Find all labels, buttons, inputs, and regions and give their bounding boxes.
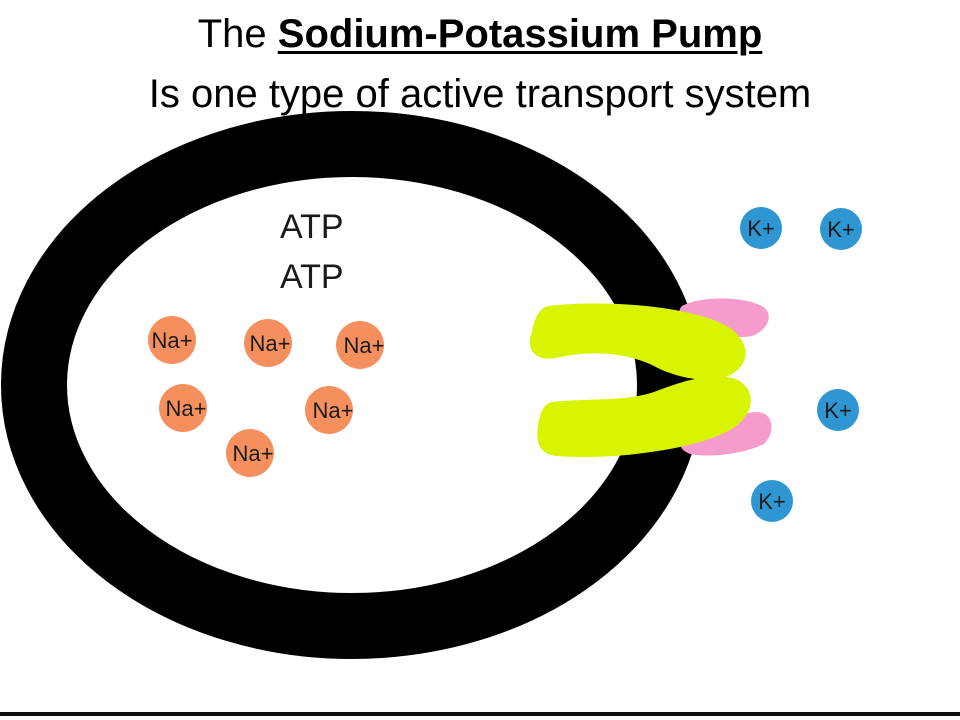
slide-subtitle: Is one type of active transport system [148, 72, 812, 116]
potassium-ion-circle [817, 389, 859, 431]
title-emphasis: Sodium-Potassium Pump [277, 12, 763, 56]
sodium-ion: Na+ [305, 386, 353, 434]
potassium-ion-label: K+ [824, 398, 852, 423]
potassium-ion-circle [751, 480, 793, 522]
sodium-ion-label: Na+ [250, 331, 291, 356]
sodium-ion: Na+ [159, 384, 207, 432]
bottom-divider [0, 712, 960, 716]
potassium-ion: K+ [751, 480, 793, 522]
sodium-ion-label: Na+ [152, 328, 193, 353]
sodium-ion-circle [336, 321, 384, 369]
sodium-ion-circle [226, 429, 274, 477]
slide-title: The Sodium-Potassium Pump [0, 12, 960, 56]
title-prefix: The [197, 12, 278, 56]
sodium-ion-label: Na+ [313, 398, 354, 423]
potassium-ion-circle [820, 208, 862, 250]
pump-binding-site-lower [680, 412, 772, 456]
potassium-ion: K+ [820, 208, 862, 250]
potassium-ion-label: K+ [758, 489, 786, 514]
pump-protein-lower [537, 376, 751, 457]
potassium-ion-label: K+ [747, 216, 775, 241]
sodium-ion: Na+ [226, 429, 274, 477]
sodium-ion-circle [244, 319, 292, 367]
sodium-ion: Na+ [148, 316, 196, 364]
sodium-ion-circle [159, 384, 207, 432]
potassium-ion: K+ [740, 207, 782, 249]
potassium-ion: K+ [817, 389, 859, 431]
sodium-ion: Na+ [336, 321, 384, 369]
potassium-ion-label: K+ [827, 217, 855, 242]
cell-membrane [1, 111, 703, 659]
sodium-ion: Na+ [244, 319, 292, 367]
atp-label-2: ATP [280, 258, 344, 296]
potassium-ion-circle [740, 207, 782, 249]
pump-protein-upper [529, 303, 746, 380]
sodium-ion-label: Na+ [344, 333, 385, 358]
sodium-ion-label: Na+ [233, 441, 274, 466]
sodium-ion-circle [148, 316, 196, 364]
sodium-ion-label: Na+ [166, 396, 207, 421]
atp-label-1: ATP [280, 208, 344, 246]
sodium-ion-circle [305, 386, 353, 434]
